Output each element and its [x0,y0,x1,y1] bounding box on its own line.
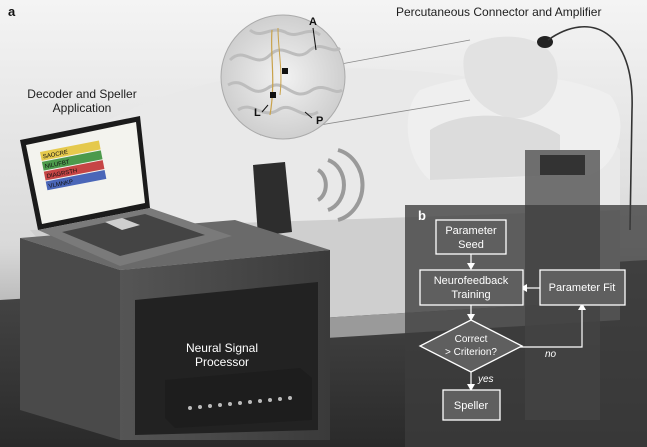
parameter-seed-box [435,219,507,255]
parameter-seed-line2: Seed [458,239,484,251]
brain-label-p: P [316,115,323,127]
parameter-seed-line1: Parameter [445,225,497,237]
brain-inset [220,14,346,140]
cabinet-side [20,238,120,440]
wireless-signal-icon [316,148,365,222]
receiver-device [253,162,292,236]
processor-ports [188,396,292,410]
electrode-icon [282,68,288,74]
edge-label-no: no [545,349,557,360]
neurofeedback-training-line2: Training [451,289,490,301]
bed-rail-handle [540,155,585,175]
neurofeedback-training-box [419,269,524,306]
parameter-fit-label: Parameter Fit [549,282,616,294]
criterion-line1: Correct [455,334,488,345]
speller-row-2: NILUFBT [44,160,70,171]
electrode-lead [269,29,274,116]
speller-grid: SAOCRE NILUFBT DIAGRSTH VLMNKP [40,140,107,191]
connector-cable [547,25,633,231]
percutaneous-connector-label: Percutaneous Connector and Amplifier [396,5,602,19]
electrode-icon-2 [270,92,276,98]
flowchart: Parameter Seed Neurofeedback Training Pa… [418,219,626,421]
axis-l-line [261,104,269,113]
brain-label-l: L [254,107,261,119]
neurofeedback-training-line1: Neurofeedback [434,275,509,287]
electrode-lead-2 [277,27,282,96]
speller-row-4: VLMNKP [48,179,73,190]
edge-label-yes: yes [477,374,494,385]
laptop-keyboard [62,214,205,256]
criterion-line2: > Criterion? [445,347,497,358]
speller-row-3: DIAGRSTH [46,168,78,180]
axis-p-line [304,111,313,119]
speller-row-1: SAOCRE [43,150,69,161]
panel-letter-a: a [8,4,16,19]
signal-processor-device [165,368,312,428]
laptop-trackpad [105,218,140,230]
brain-label-a: A [309,16,317,28]
decoder-speller-label: Decoder and Speller Application [27,87,137,115]
neural-signal-processor-label: Neural Signal Processor [185,341,259,369]
parameter-fit-box [539,269,626,306]
laptop-screen [26,122,145,224]
panel-letter-b: b [418,208,426,223]
axis-a-line [312,27,317,51]
criterion-decision-diamond [418,319,524,373]
speller-label: Speller [454,400,489,412]
patient-head [463,36,558,119]
brain-gyri [227,28,343,116]
speller-box [442,389,501,421]
